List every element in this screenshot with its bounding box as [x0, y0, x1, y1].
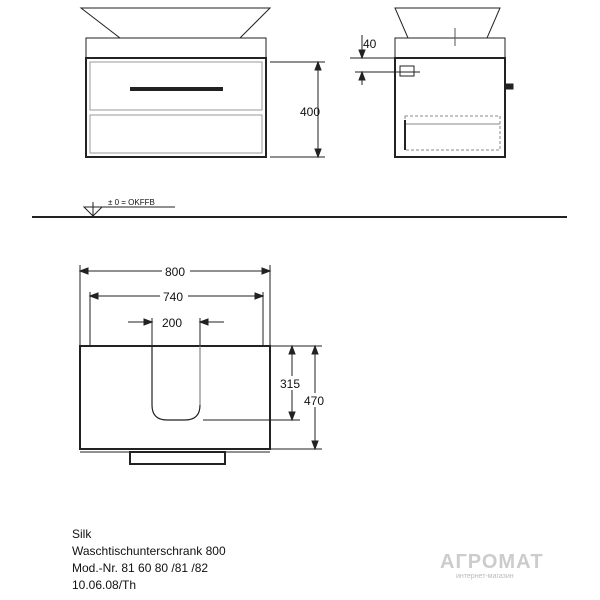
side-countertop: [394, 37, 506, 59]
info-block: Silk Waschtischunterschrank 800 Mod.-Nr.…: [72, 527, 226, 592]
floor-level-label: ± 0 = OKFFB: [108, 198, 155, 207]
side-view: 40: [350, 7, 514, 158]
side-basin: [394, 7, 501, 39]
cutout-depth-label: 315: [280, 377, 300, 391]
front-basin: [79, 7, 272, 39]
top-drawer-front: [129, 451, 226, 465]
depth-total-label: 470: [304, 394, 324, 408]
watermark-brand: АГРОМАТ: [440, 551, 544, 573]
wall-bracket: [504, 83, 514, 90]
cutout-width-label: 200: [162, 316, 182, 330]
front-cabinet-body: [85, 57, 267, 158]
cutout-arrow-right: [198, 318, 209, 326]
side-cabinet-body: [394, 57, 506, 158]
top-cabinet-body: [79, 345, 271, 450]
cutout-arrow-left: [143, 318, 154, 326]
front-view: 400: [79, 7, 325, 159]
side-drawer-tray: [404, 115, 501, 151]
watermark-tagline: интернет-магазин: [456, 573, 514, 580]
floor-level: ± 0 = OKFFB: [32, 198, 567, 218]
depth-dimension-label: 40: [363, 37, 377, 51]
width-outer-label: 800: [165, 265, 185, 279]
top-view: 800 740 200 315: [78, 263, 332, 465]
siphon-cutout: [151, 346, 201, 421]
side-fitting: [399, 65, 415, 77]
drawing-date: 10.06.08/Th: [72, 578, 136, 592]
front-drawer-lower: [89, 114, 263, 154]
product-series: Silk: [72, 527, 92, 541]
height-dimension-label: 400: [300, 105, 320, 119]
front-countertop: [85, 37, 267, 59]
product-name: Waschtischunterschrank 800: [72, 544, 226, 558]
watermark: АГРОМАТ интернет-магазин: [440, 551, 544, 580]
width-inner-label: 740: [163, 290, 183, 304]
front-drawer-upper: [89, 61, 263, 111]
model-number: Mod.-Nr. 81 60 80 /81 /82: [72, 561, 208, 575]
